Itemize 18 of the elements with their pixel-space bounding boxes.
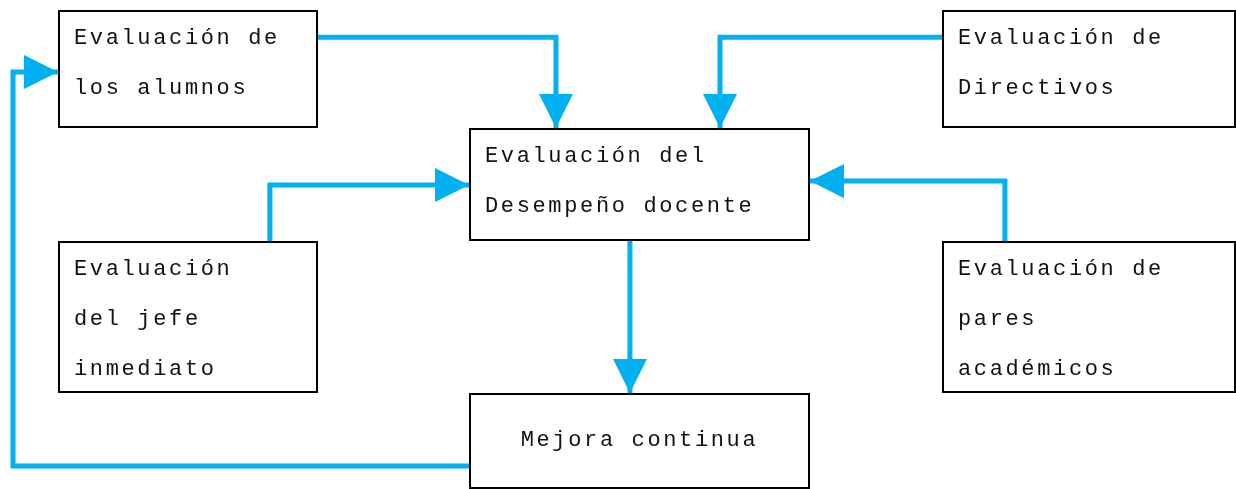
arrow: [612, 241, 647, 393]
arrow: [810, 164, 1008, 241]
process-box: [58, 241, 318, 393]
process-box: [942, 10, 1236, 128]
process-box: [469, 393, 810, 489]
process-box: [942, 241, 1236, 393]
arrow: [10, 54, 469, 469]
process-box: [469, 128, 810, 241]
arrow: [267, 167, 469, 241]
box-label: Mejora continua: [520, 427, 759, 455]
arrow: [318, 34, 573, 128]
box-label: Evaluación del Desempeño docente: [485, 143, 756, 221]
box-label: Evaluación de pares académicos: [958, 256, 1165, 384]
box-label: Evaluación del jefe inmediato: [74, 256, 234, 384]
arrow: [703, 34, 942, 128]
process-box: [58, 10, 318, 128]
box-label: Evaluación de Directivos: [958, 25, 1165, 103]
box-label: Evaluación de los alumnos: [74, 25, 281, 103]
